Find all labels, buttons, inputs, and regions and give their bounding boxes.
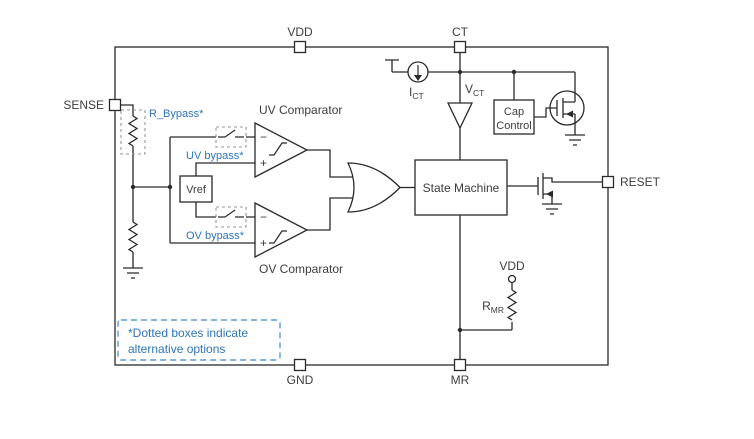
pmos-arrow	[566, 110, 573, 118]
sense-network-wires	[120, 104, 255, 268]
pin-reset	[601, 175, 615, 189]
ov-minus-sign: −	[260, 210, 267, 224]
note-line2: alternative options	[128, 342, 225, 356]
pin-vdd-label: VDD	[287, 25, 313, 39]
ov-bypass-switch-icon	[218, 209, 244, 218]
ict-label-sub: CT	[412, 91, 423, 101]
pin-ct-label: CT	[452, 25, 469, 39]
pin-vdd	[293, 40, 307, 54]
pin-ct	[453, 40, 467, 54]
junction-dot	[457, 327, 463, 333]
uv-plus-sign: +	[260, 156, 267, 170]
ic-outline	[114, 46, 609, 366]
ct-buffer-triangle	[446, 102, 474, 130]
vdd-internal-label: VDD	[499, 259, 525, 273]
ov-plus-sign: +	[260, 236, 267, 250]
pin-gnd-label: GND	[287, 373, 314, 387]
junction-dot	[167, 184, 173, 190]
pin-sense-label: SENSE	[63, 98, 104, 112]
pin-mr-label: MR	[451, 373, 470, 387]
ground-symbol-sense	[123, 267, 143, 279]
ov-comparator-label: OV Comparator	[259, 262, 343, 276]
vref-wires	[195, 162, 255, 218]
mr-network-wires	[459, 215, 513, 360]
comparator-output-wires	[307, 149, 362, 231]
ov-comparator-triangle	[254, 201, 309, 259]
ground-symbol-pmos	[565, 134, 585, 146]
uv-minus-sign: −	[260, 130, 267, 144]
vref-label: Vref	[186, 184, 207, 196]
r-mr-label-sub: MR	[491, 305, 504, 315]
uv-hysteresis-icon	[269, 142, 287, 156]
pins	[108, 40, 615, 372]
pin-mr	[453, 358, 467, 372]
vct-label-sub: CT	[473, 88, 484, 98]
ground-symbols	[123, 134, 585, 279]
vdd-terminal-circle	[507, 274, 517, 284]
uv-bypass-label: UV bypass*	[186, 150, 244, 162]
pin-sense	[108, 98, 122, 112]
pin-gnd	[293, 358, 307, 372]
uv-bypass-dashed-box	[215, 126, 247, 148]
vct-label: VCT	[465, 82, 484, 98]
ov-bypass-label: OV bypass*	[186, 230, 245, 242]
junction-dot	[130, 184, 136, 190]
wires	[120, 52, 603, 360]
or-gate	[346, 162, 401, 213]
r-mr-resistor	[506, 289, 518, 321]
junction-dot	[511, 69, 517, 75]
junction-dot	[457, 69, 463, 75]
ict-label: ICT	[409, 85, 424, 101]
r-bypass-resistor	[127, 115, 139, 147]
sense-lower-resistor	[127, 221, 139, 253]
vct-label-base: V	[465, 82, 473, 96]
junction-dots	[130, 69, 517, 333]
cap-control-label-line1: Cap	[504, 106, 524, 118]
ground-symbol-reset-fet	[542, 203, 562, 215]
vref-block	[179, 175, 213, 203]
ict-label-base: I	[409, 85, 412, 99]
r-mr-label-base: R	[482, 299, 491, 313]
resistors	[127, 115, 518, 321]
uv-comparator-label: UV Comparator	[259, 103, 342, 117]
r-mr-label: RMR	[482, 299, 504, 315]
note-box	[117, 319, 281, 361]
reset-fet-arrow	[546, 190, 553, 198]
state-machine-label: State Machine	[423, 181, 500, 195]
ov-bypass-dashed-box	[215, 206, 247, 228]
pin-reset-label: RESET	[620, 175, 661, 189]
ov-hysteresis-icon	[269, 230, 287, 244]
cap-control-label-line2: Control	[496, 120, 531, 132]
uv-bypass-switch-icon	[218, 129, 244, 138]
reset-network-wires	[507, 177, 603, 204]
state-machine-block	[414, 159, 508, 216]
r-bypass-label: R_Bypass*	[149, 108, 204, 120]
cap-control-block	[493, 99, 535, 135]
r-bypass-dashed-box	[120, 109, 146, 155]
note-line1: *Dotted boxes indicate	[128, 326, 248, 340]
ict-arrow-head	[414, 75, 422, 81]
uv-comparator-triangle	[254, 121, 309, 179]
